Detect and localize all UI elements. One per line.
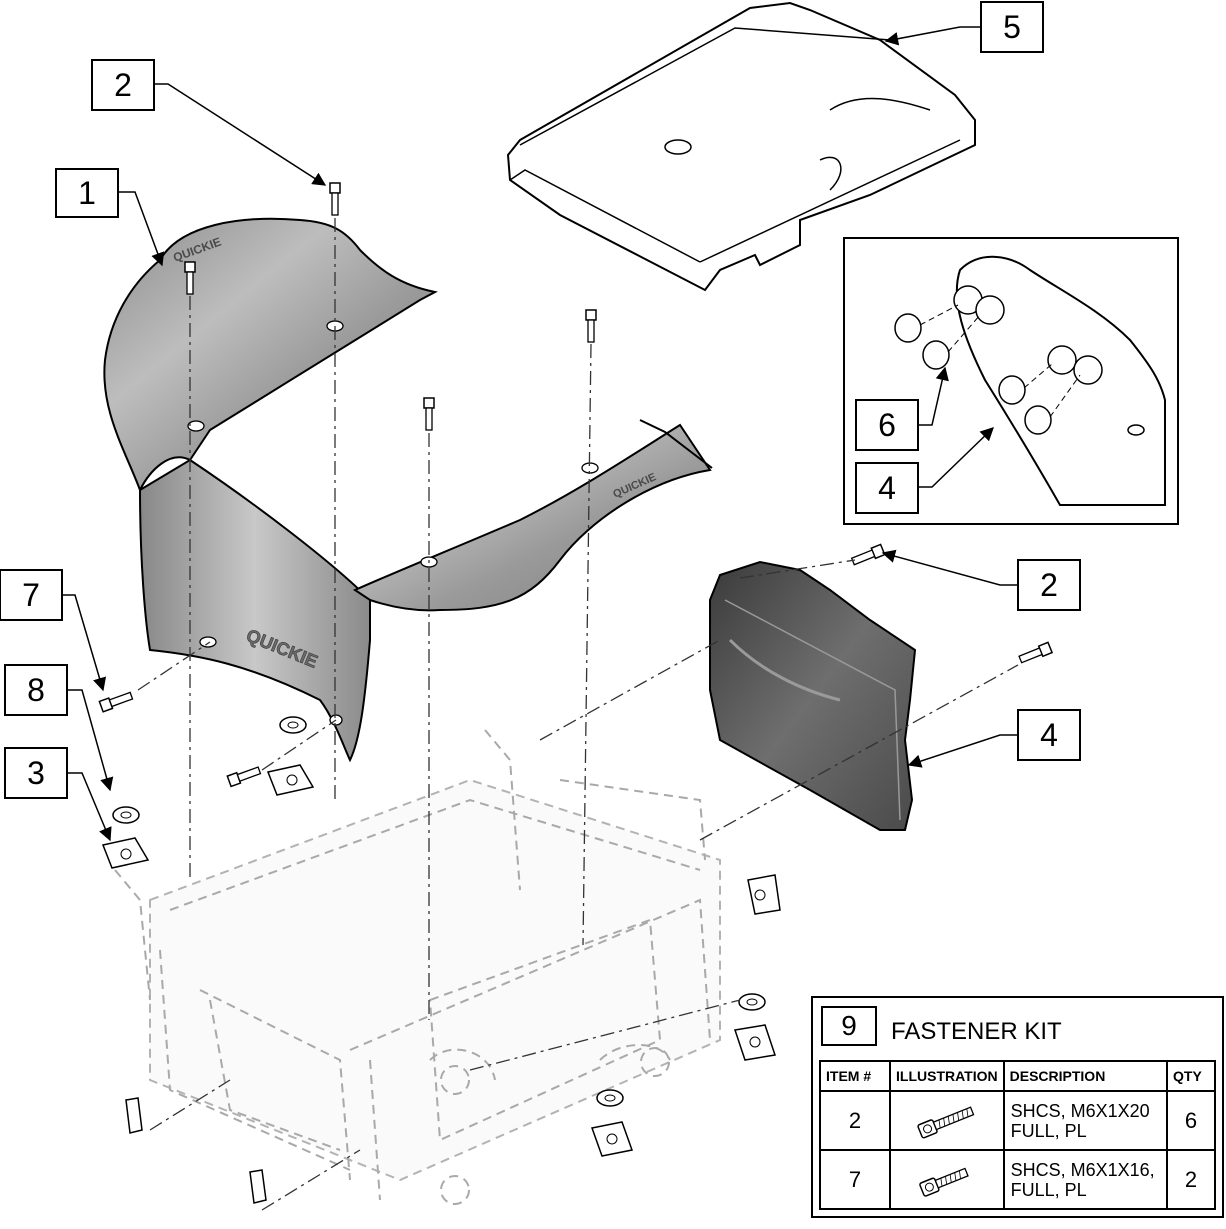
rear-shroud-part: QUICKIE QUICKIE QUICKIE (103, 217, 713, 763)
top-cover-part (506, 1, 976, 292)
callout-2-right: 2 (1017, 559, 1081, 611)
table-row: 7 SHCS, M6X1X16, FULL, PL 2 (819, 1149, 1216, 1210)
clip-nut-right (734, 1024, 776, 1061)
svg-text:7: 7 (22, 577, 40, 613)
callout-3: 3 (4, 747, 68, 799)
header-item: ITEM # (819, 1060, 891, 1092)
side-shroud-box-part (709, 560, 917, 831)
row-illustration (889, 1149, 1005, 1210)
callout-8: 8 (4, 664, 68, 716)
svg-text:4: 4 (878, 470, 896, 506)
clip-nut-front-mid (249, 1169, 267, 1204)
washer-right (738, 993, 766, 1011)
row-item: 7 (819, 1149, 891, 1210)
screw-box-side (1018, 641, 1054, 664)
row-description: SHCS, M6X1X16, FULL, PL (1002, 1149, 1169, 1210)
row-description-line1: SHCS, M6X1X16, (1010, 1159, 1155, 1180)
washer-bottom (596, 1089, 624, 1107)
clip-nut-bottom (591, 1121, 633, 1157)
screw-icon (917, 1105, 975, 1139)
callout-6: 6 (855, 399, 919, 451)
screw-item7-right (226, 766, 262, 788)
header-qty: QTY (1166, 1060, 1216, 1092)
row-description-line2: FULL, PL (1010, 1120, 1087, 1141)
base-frame-ghost (114, 729, 721, 1205)
callout-4-right: 4 (1017, 709, 1081, 761)
callout-2-top: 2 (91, 59, 155, 111)
screw-shroud-top (184, 261, 196, 295)
callout-5: 5 (980, 1, 1044, 53)
kit-parts-table: ITEM # ILLUSTRATION DESCRIPTION QTY 2 (819, 1060, 1216, 1210)
header-illustration: ILLUSTRATION (889, 1060, 1005, 1092)
screw-item7-left (98, 691, 134, 713)
row-description: SHCS, M6X1X20 FULL, PL (1002, 1090, 1169, 1151)
callout-1: 1 (55, 168, 119, 218)
svg-text:8: 8 (27, 672, 45, 708)
row-illustration (889, 1090, 1005, 1151)
clip-nut-left (101, 837, 150, 869)
screw-icon (919, 1167, 969, 1197)
screw-box-top (850, 543, 886, 566)
row-description-line2: FULL, PL (1010, 1179, 1087, 1200)
kit-number: 9 (821, 1006, 877, 1046)
svg-text:4: 4 (1040, 717, 1058, 753)
row-item: 2 (819, 1090, 891, 1151)
svg-text:2: 2 (114, 67, 132, 103)
header-description: DESCRIPTION (1002, 1060, 1169, 1092)
table-header-row: ITEM # ILLUSTRATION DESCRIPTION QTY (819, 1060, 1216, 1092)
row-qty: 6 (1166, 1090, 1216, 1151)
svg-text:6: 6 (878, 407, 896, 443)
leader-lines (62, 26, 1018, 842)
assembly-lines (137, 218, 1019, 1211)
clip-nut-rear-right (747, 874, 781, 915)
row-qty: 2 (1166, 1149, 1216, 1210)
callout-7: 7 (0, 569, 63, 621)
callout-4-inset: 4 (855, 462, 919, 514)
svg-text:5: 5 (1003, 9, 1021, 45)
table-row: 2 SHCS, M6X1X20 FULL, PL 6 (819, 1090, 1216, 1151)
washer-left (112, 806, 140, 824)
fastener-kit-table: 9 FASTENER KIT ITEM # ILLUSTRATION DESCR… (811, 996, 1224, 1218)
screw-top-left (329, 182, 341, 216)
clip-nut-front-left (125, 1097, 143, 1134)
svg-text:1: 1 (78, 175, 96, 211)
kit-title: FASTENER KIT (891, 1018, 1062, 1045)
screw-wing-mid (423, 397, 435, 431)
washer-mid (279, 716, 307, 734)
clip-nut-mid (266, 764, 315, 796)
row-description-line1: SHCS, M6X1X20 (1010, 1100, 1150, 1121)
screw-wing-right (585, 309, 597, 343)
svg-text:3: 3 (27, 755, 45, 791)
svg-text:2: 2 (1040, 567, 1058, 603)
